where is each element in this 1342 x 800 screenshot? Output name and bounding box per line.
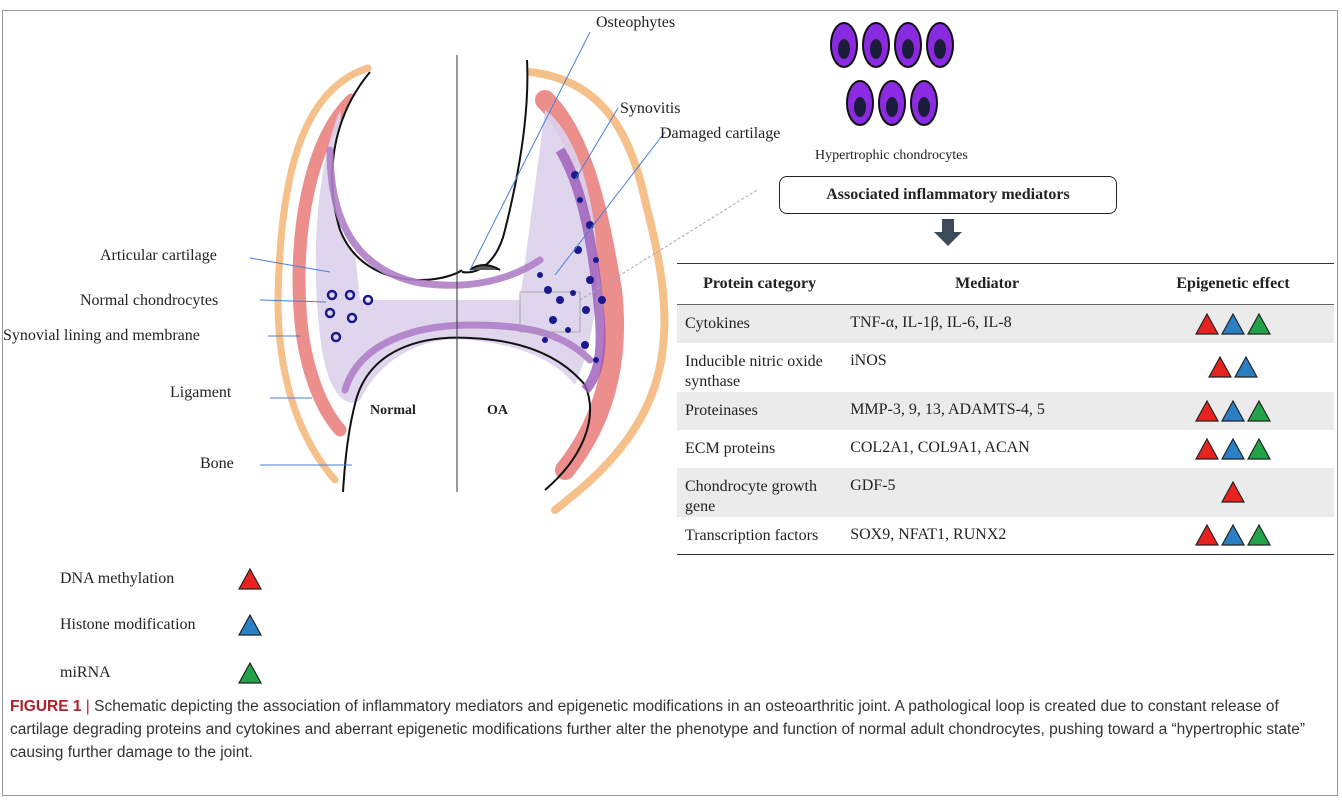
label-articular-cartilage: Articular cartilage	[100, 247, 217, 265]
red-triangle-icon	[1195, 524, 1219, 546]
label-bone: Bone	[200, 455, 234, 473]
red-triangle-icon	[1208, 356, 1232, 378]
cell-category: Transcription factors	[677, 517, 842, 555]
cell-category: Cytokines	[677, 305, 842, 343]
down-arrow-icon	[934, 219, 962, 246]
hypertrophic-chondrocytes-cells	[831, 23, 953, 125]
header-epigenetic-effect: Epigenetic effect	[1132, 264, 1334, 305]
green-triangle-icon	[1247, 438, 1271, 460]
cell-category: Inducible nitric oxide synthase	[677, 343, 842, 392]
cell-epigenetic-effect	[1132, 430, 1334, 468]
cell-epigenetic-effect	[1132, 305, 1334, 343]
cell-mediator: MMP-3, 9, 13, ADAMTS-4, 5	[842, 392, 1132, 430]
cell-mediator: TNF-α, IL-1β, IL-6, IL-8	[842, 305, 1132, 343]
caption-separator: |	[81, 698, 94, 715]
label-normal-chondrocytes: Normal chondrocytes	[80, 292, 218, 310]
figure-caption: FIGURE 1 | Schematic depicting the assoc…	[10, 695, 1332, 764]
blue-triangle-icon	[1221, 524, 1245, 546]
caption-text: Schematic depicting the association of i…	[10, 698, 1305, 761]
cell-mediator: iNOS	[842, 343, 1132, 392]
green-triangle-icon	[1247, 313, 1271, 335]
red-triangle-icon	[1195, 438, 1219, 460]
green-triangle-icon	[1247, 400, 1271, 422]
legend-item: DNA methylation	[60, 570, 174, 588]
cell-category: Proteinases	[677, 392, 842, 430]
cell-mediator: SOX9, NFAT1, RUNX2	[842, 517, 1132, 555]
blue-triangle-icon	[1221, 400, 1245, 422]
red-triangle-icon	[1195, 400, 1219, 422]
upper-bone-right	[462, 60, 527, 272]
legend-item: miRNA	[60, 664, 111, 682]
cell-epigenetic-effect	[1132, 517, 1334, 555]
label-normal: Normal	[370, 403, 416, 419]
header-protein-category: Protein category	[677, 264, 842, 305]
cell-mediator: COL2A1, COL9A1, ACAN	[842, 430, 1132, 468]
label-oa: OA	[487, 403, 508, 419]
label-hypertrophic-chondrocytes: Hypertrophic chondrocytes	[815, 148, 968, 164]
legend-item: Histone modification	[60, 616, 196, 634]
label-ligament: Ligament	[170, 384, 231, 402]
cell-epigenetic-effect	[1132, 468, 1334, 517]
red-triangle-icon	[238, 568, 262, 590]
green-triangle-icon	[238, 662, 262, 684]
blue-triangle-icon	[1234, 356, 1258, 378]
associated-mediators-box: Associated inflammatory mediators	[779, 176, 1117, 214]
upper-bone-left	[332, 72, 462, 280]
legend-label: Histone modification	[60, 616, 196, 633]
cell-epigenetic-effect	[1132, 343, 1334, 392]
blue-triangle-icon	[1221, 438, 1245, 460]
legend-label: DNA methylation	[60, 570, 174, 587]
cell-category: ECM proteins	[677, 430, 842, 468]
header-mediator: Mediator	[842, 264, 1132, 305]
green-triangle-icon	[1247, 524, 1271, 546]
label-synovitis: Synovitis	[620, 100, 680, 118]
caption-figure-label: FIGURE 1	[10, 698, 81, 715]
red-triangle-icon	[1195, 313, 1219, 335]
blue-triangle-icon	[238, 614, 262, 636]
cell-epigenetic-effect	[1132, 392, 1334, 430]
blue-triangle-icon	[1221, 313, 1245, 335]
label-synovial-lining: Synovial lining and membrane	[3, 327, 200, 345]
cell-mediator: GDF-5	[842, 468, 1132, 517]
red-triangle-icon	[1221, 481, 1245, 503]
label-damaged-cartilage: Damaged cartilage	[660, 125, 780, 143]
label-osteophytes: Osteophytes	[596, 14, 675, 32]
cell-category: Chondrocyte growth gene	[677, 468, 842, 517]
table-header-row: Protein category Mediator Epigenetic eff…	[677, 264, 1334, 305]
legend-label: miRNA	[60, 664, 111, 681]
mediator-table: Protein category Mediator Epigenetic eff…	[677, 263, 1334, 555]
